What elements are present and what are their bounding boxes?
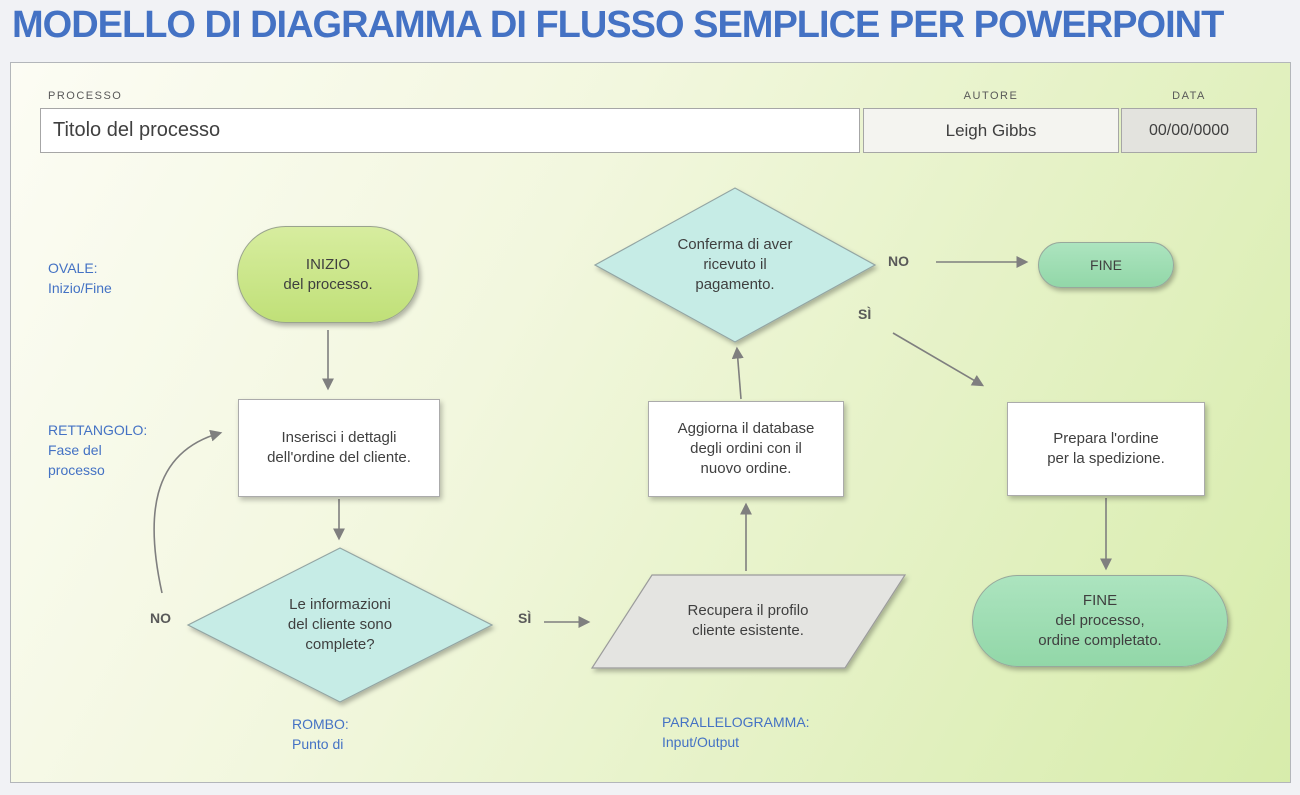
step-prepare-order-line2: per la spedizione. (1047, 450, 1165, 467)
step-enter-details-line1: Inserisci i dettagli (281, 429, 397, 446)
page-title: MODELLO DI DIAGRAMMA DI FLUSSO SEMPLICE … (12, 4, 1224, 46)
decision-payment-line3: pagamento. (695, 276, 775, 293)
step-enter-details-line2: dell'ordine del cliente. (267, 449, 411, 466)
connector-label-no1: NO (150, 610, 171, 626)
legend-diamond: ROMBO: Punto di (292, 714, 349, 754)
author-field[interactable]: Leigh Gibbs (863, 108, 1119, 153)
start-oval-line2: del processo. (283, 275, 373, 293)
connector-label-si2: SÌ (858, 306, 872, 322)
io-parallelogram-line1: Recupera il profilo (687, 602, 809, 619)
io-parallelogram[interactable] (590, 574, 907, 669)
process-title-field[interactable]: Titolo del processo (40, 108, 860, 153)
io-parallelogram-line2: cliente esistente. (692, 622, 804, 639)
legend-oval-line1: OVALE: (48, 260, 98, 276)
decision-info-line2: del cliente sono (287, 616, 393, 633)
decision-payment-line1: Conferma di aver (677, 236, 793, 253)
legend-parallelogram-line1: PARALLELOGRAMMA: (662, 714, 810, 730)
step-prepare-order-rect[interactable]: Prepara l'ordine per la spedizione. (1007, 402, 1205, 496)
connector-label-no2: NO (888, 253, 909, 269)
legend-rectangle: RETTANGOLO: Fase del processo (48, 420, 147, 480)
process-field-label: PROCESSO (48, 90, 123, 102)
connector-label-si1: SÌ (518, 610, 532, 626)
legend-rectangle-line1: RETTANGOLO: (48, 422, 148, 438)
legend-parallelogram-line2: Input/Output (662, 734, 740, 750)
legend-oval: OVALE: Inizio/Fine (48, 258, 112, 298)
io-parallelogram-text: Recupera il profilo cliente esistente. (640, 585, 856, 657)
decision-payment-text: Conferma di aver ricevuto il pagamento. (635, 215, 835, 315)
step-update-database-line2: degli ordini con il (690, 440, 802, 457)
step-update-database-line1: Aggiorna il database (677, 420, 815, 437)
author-field-label: AUTORE (963, 90, 1019, 102)
end-oval-long-line2: del processo, (1055, 612, 1145, 629)
legend-diamond-line2: Punto di (292, 736, 344, 752)
legend-oval-line2: Inizio/Fine (48, 280, 112, 296)
date-field-label: DATA (1172, 90, 1206, 102)
decision-info-line1: Le informazioni (289, 596, 391, 613)
start-oval-line1: INIZIO (305, 255, 351, 273)
end-oval-short[interactable]: FINE (1038, 242, 1174, 288)
decision-info-text: Le informazioni del cliente sono complet… (240, 575, 440, 675)
end-oval-short-line1: FINE (1090, 257, 1122, 273)
decision-diamond-payment[interactable] (593, 187, 877, 343)
end-oval-long[interactable]: FINE del processo, ordine completato. (972, 575, 1228, 667)
decision-diamond-info[interactable] (186, 547, 494, 703)
legend-diamond-line1: ROMBO: (292, 716, 349, 732)
step-enter-details-rect[interactable]: Inserisci i dettagli dell'ordine del cli… (238, 399, 440, 497)
decision-payment-line2: ricevuto il (703, 256, 767, 273)
step-update-database-line3: nuovo ordine. (700, 460, 792, 477)
legend-parallelogram: PARALLELOGRAMMA: Input/Output (662, 712, 810, 752)
date-field[interactable]: 00/00/0000 (1121, 108, 1257, 153)
end-oval-long-line3: ordine completato. (1038, 632, 1162, 649)
legend-rectangle-line2: Fase del (48, 442, 102, 458)
legend-rectangle-line3: processo (48, 462, 105, 478)
step-update-database-rect[interactable]: Aggiorna il database degli ordini con il… (648, 401, 844, 497)
step-prepare-order-line1: Prepara l'ordine (1053, 430, 1159, 447)
end-oval-long-line1: FINE (1082, 592, 1118, 609)
decision-info-line3: complete? (305, 636, 375, 653)
start-oval[interactable]: INIZIO del processo. (237, 226, 419, 323)
